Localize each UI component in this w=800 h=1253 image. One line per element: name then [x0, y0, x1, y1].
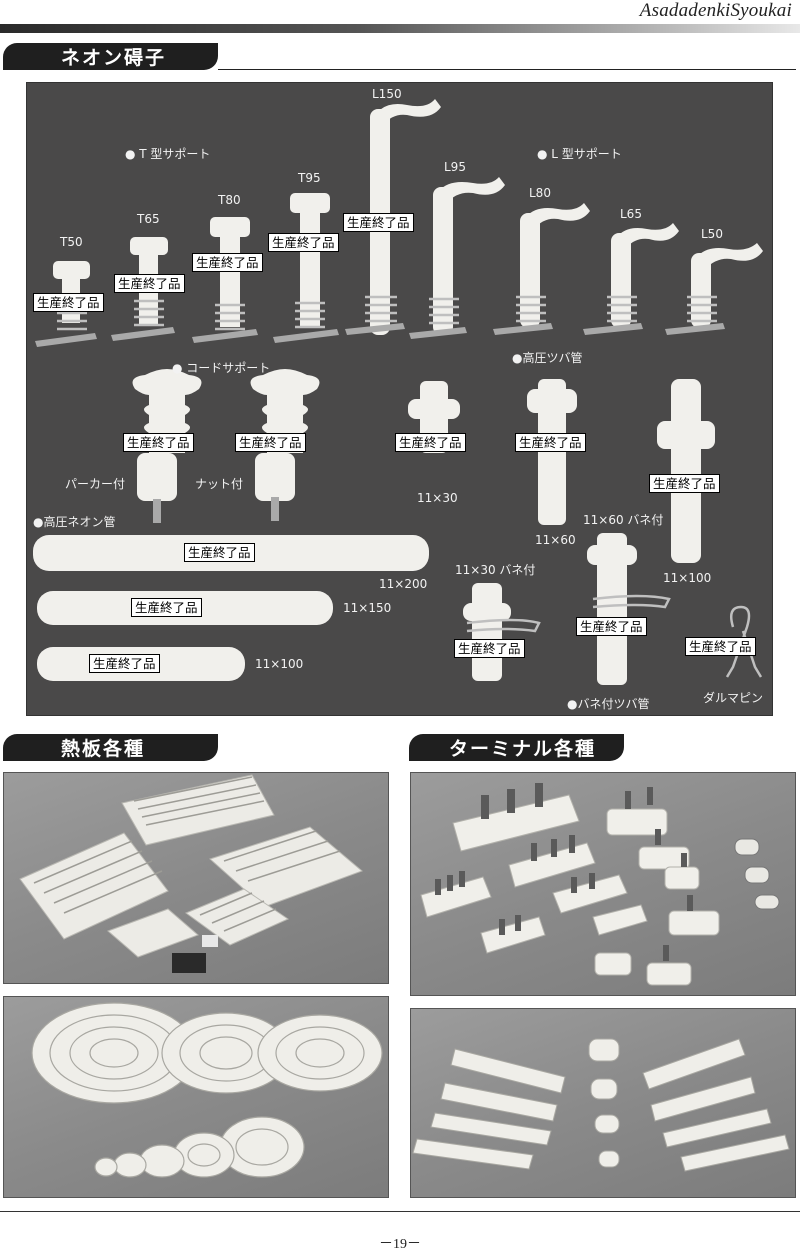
discontinued-stamp-t65: 生産終了品 — [114, 274, 185, 293]
model-l150: L150 — [372, 87, 402, 101]
cord-support-parker — [132, 369, 202, 523]
size-11x150: 11×150 — [343, 601, 392, 615]
heater-plates-photo — [3, 772, 389, 984]
model-l65: L65 — [620, 207, 642, 221]
discontinued-stamp-daruma-pin: 生産終了品 — [685, 637, 756, 656]
heater-plates-illustration — [19, 774, 363, 973]
discontinued-stamp-cord-nut: 生産終了品 — [235, 433, 306, 452]
hv-tsuba-11x60 — [527, 379, 577, 525]
size-11x200: 11×200 — [379, 577, 428, 591]
t-support-t95 — [273, 193, 339, 343]
size-11x60: 11×60 — [535, 533, 576, 547]
model-t80: T80 — [218, 193, 241, 207]
hv-neon-label: ●高圧ネオン管 — [33, 515, 116, 529]
l-support-l80 — [493, 203, 590, 335]
parker-note: パーカー付 — [65, 477, 126, 491]
discontinued-stamp-neon-11x200: 生産終了品 — [184, 543, 255, 562]
discontinued-stamp-t80: 生産終了品 — [192, 253, 263, 272]
spring-tsuba-label: ●バネ付ツバ管 — [567, 697, 650, 711]
hv-tsuba-11x100 — [657, 379, 715, 563]
neon-insulator-illustration — [33, 99, 763, 685]
discontinued-stamp-spring-11x60: 生産終了品 — [576, 617, 647, 636]
section-title-neon: ネオン碍子 — [3, 43, 218, 70]
model-l95: L95 — [444, 160, 466, 174]
discontinued-stamp-t50: 生産終了品 — [33, 293, 104, 312]
l-support-l95 — [409, 177, 505, 339]
discontinued-stamp-neon-11x100: 生産終了品 — [89, 654, 160, 673]
terminals-photo — [410, 772, 796, 996]
discontinued-stamp-l150: 生産終了品 — [343, 213, 414, 232]
title-rule-neon — [218, 69, 796, 70]
round-heater-plates-photo — [3, 996, 389, 1198]
terminals-illustration — [420, 783, 780, 986]
discontinued-stamp-spring-11x30: 生産終了品 — [454, 639, 525, 658]
ceramic-tubes-photo — [410, 1008, 796, 1198]
page-number: －19－ — [379, 1237, 421, 1252]
daruma-pin-label: ダルマピン — [703, 691, 764, 705]
discontinued-stamp-neon-11x150: 生産終了品 — [131, 598, 202, 617]
discontinued-stamp-tsuba-11x60: 生産終了品 — [515, 433, 586, 452]
discontinued-stamp-t95: 生産終了品 — [268, 233, 339, 252]
hv-tsuba-label: ●高圧ツバ管 — [512, 351, 583, 365]
model-t65: T65 — [137, 212, 160, 226]
cord-support-label: ● コードサポート — [172, 361, 271, 375]
model-l50: L50 — [701, 227, 723, 241]
t-support-t80 — [192, 217, 258, 343]
size-11x100-tube: 11×100 — [663, 571, 712, 585]
size-11x60-spring: 11×60 バネ付 — [583, 513, 664, 527]
round-heater-plates-illustration — [31, 1002, 383, 1178]
t-support-label: ● T 型サポート — [125, 147, 211, 161]
l-support-label: ● L 型サポート — [537, 147, 622, 161]
discontinued-stamp-cord-parker: 生産終了品 — [123, 433, 194, 452]
discontinued-stamp-tsuba-11x30: 生産終了品 — [395, 433, 466, 452]
size-11x30: 11×30 — [417, 491, 458, 505]
cord-support-nut — [250, 369, 320, 521]
model-t95: T95 — [298, 171, 321, 185]
brand-name: AsadadenkiSyoukai — [639, 0, 792, 21]
neon-insulator-photo: ● T 型サポート ● L 型サポート ● コードサポート ●高圧ツバ管 ●高圧… — [26, 82, 773, 716]
header-bar — [0, 24, 800, 33]
l-support-l65 — [583, 223, 679, 335]
ceramic-tubes-illustration — [412, 1038, 790, 1172]
model-l80: L80 — [529, 186, 551, 200]
footer-rule — [0, 1211, 800, 1212]
nut-note: ナット付 — [195, 477, 244, 491]
l-support-l50 — [665, 243, 763, 335]
spring-tsuba-11x30 — [463, 583, 541, 681]
discontinued-stamp-tsuba-11x100: 生産終了品 — [649, 474, 720, 493]
model-t50: T50 — [60, 235, 83, 249]
size-11x100: 11×100 — [255, 657, 304, 671]
section-title-heater: 熱板各種 — [3, 734, 218, 761]
section-title-terminal: ターミナル各種 — [409, 734, 624, 761]
size-11x30-spring: 11×30 バネ付 — [455, 563, 536, 577]
spring-tsuba-11x60 — [587, 533, 671, 685]
